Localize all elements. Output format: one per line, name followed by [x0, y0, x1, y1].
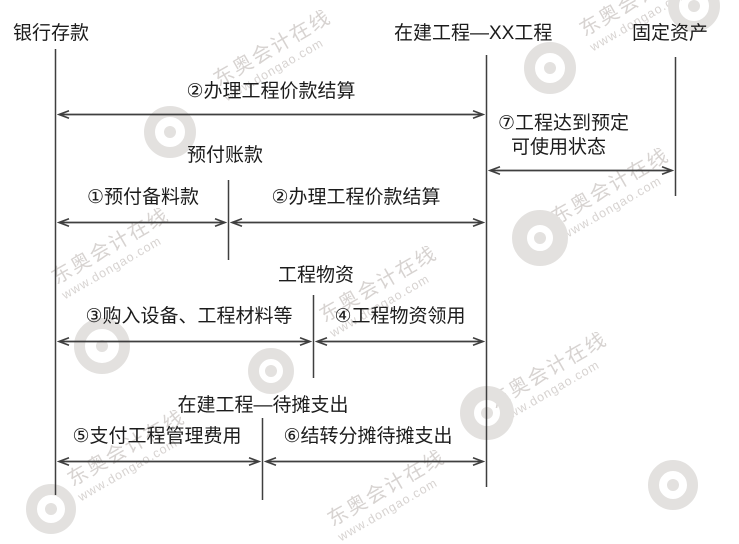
- watermark-logo-icon: [460, 386, 514, 440]
- flow-label-settle-top: ②办理工程价款结算: [186, 81, 356, 102]
- watermark-logo-icon: [248, 348, 294, 394]
- watermark-logo-icon: [648, 460, 698, 510]
- watermark-logo-dot: [45, 503, 57, 515]
- watermark-logo-dot: [164, 126, 176, 138]
- watermark-logo-dot: [667, 479, 679, 491]
- flow-label-purchase-equipment: ③购入设备、工程材料等: [85, 306, 293, 327]
- watermark-logo-icon: [524, 42, 576, 94]
- account-title-fixed-assets: 固定资产: [632, 23, 709, 44]
- sub-account-title-prepaid: 预付账款: [186, 145, 264, 166]
- account-flow-diagram: 东奥会计在线 www.dongao.com 东奥会计在线 www.dongao.…: [13, 0, 720, 544]
- account-title-bank: 银行存款: [13, 23, 90, 44]
- watermark-logo-dot: [688, 0, 700, 12]
- diagram-lines: [54, 49, 677, 500]
- flow-label-ready-for-use-line2: 可使用状态: [511, 137, 607, 158]
- flow-label-ready-for-use-line1: ⑦工程达到预定: [498, 113, 630, 134]
- flow-label-pay-mgmt-fee: ⑤支付工程管理费用: [72, 426, 242, 447]
- watermark-logo-dot: [265, 365, 277, 377]
- watermark-layer: 东奥会计在线 www.dongao.com 东奥会计在线 www.dongao.…: [26, 0, 720, 544]
- account-title-construction-in-progress: 在建工程—XX工程: [394, 23, 553, 44]
- watermark-logo-dot: [544, 62, 556, 74]
- sub-account-title-deferred: 在建工程—待摊支出: [177, 395, 349, 416]
- flow-label-prepay-materials: ①预付备料款: [86, 187, 200, 208]
- watermark-logo-dot: [534, 232, 546, 244]
- flow-label-transfer-deferred: ⑥结转分摊待摊支出: [283, 426, 453, 447]
- watermark-logo-icon: [668, 0, 720, 32]
- flow-label-settle-prepaid: ②办理工程价款结算: [271, 187, 441, 208]
- sub-account-title-materials: 工程物资: [277, 265, 355, 286]
- watermark-logo-icon: [512, 210, 568, 266]
- flow-label-materials-used: ④工程物资领用: [334, 306, 466, 327]
